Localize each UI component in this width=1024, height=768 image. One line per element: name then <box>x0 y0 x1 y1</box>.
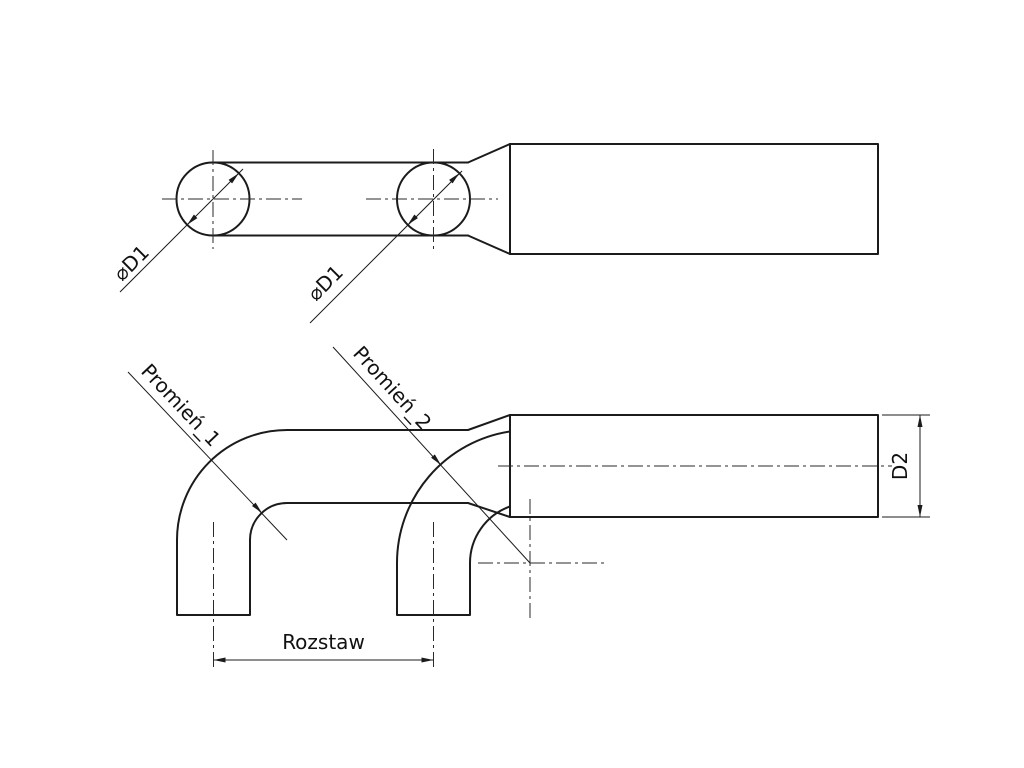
d1-right-arrow-up-icon <box>449 173 460 184</box>
d2-arrow-top-icon <box>917 415 923 427</box>
left-bend-inner-arc <box>249 502 288 541</box>
top-view <box>162 143 879 255</box>
dim-radius-2: Promień_2 <box>332 341 531 564</box>
top-view-shaft-outline <box>509 143 879 255</box>
dim-d1-left: ⌀D1 <box>109 168 244 293</box>
d2-arrow-bottom-icon <box>917 505 923 517</box>
radius2-arrow-icon <box>431 454 441 465</box>
label-d1-left: ⌀D1 <box>109 240 154 285</box>
top-view-taper-top <box>467 143 511 164</box>
middle-bend-inner-arc <box>469 505 511 564</box>
d1-right-leader-line <box>309 170 463 324</box>
dim-d2: D2 <box>882 414 930 518</box>
top-view-taper-bottom <box>467 234 511 255</box>
radius1-arrow-icon <box>252 502 262 513</box>
dim-rozstaw: Rozstaw <box>213 630 434 663</box>
radius2-leader-line <box>332 346 531 564</box>
label-d1-right: ⌀D1 <box>303 260 348 305</box>
front-taper-bottom <box>467 502 511 518</box>
front-shaft-outline <box>509 414 879 518</box>
front-taper-top <box>467 414 511 431</box>
label-d2: D2 <box>888 452 912 480</box>
d1-left-arrow-down-icon <box>187 214 198 225</box>
front-view <box>176 414 892 668</box>
label-radius-2: Promień_2 <box>348 341 436 434</box>
middle-bend-outer-arc <box>396 430 511 564</box>
d1-left-leader-line <box>119 168 244 293</box>
d1-left-arrow-up-icon <box>228 173 239 184</box>
label-rozstaw: Rozstaw <box>282 630 365 654</box>
rozstaw-arrow-right-icon <box>421 657 434 663</box>
radius1-leader-line <box>127 371 288 541</box>
dim-d1-right: ⌀D1 <box>303 170 463 324</box>
left-bend-outer-arc <box>176 429 288 541</box>
rozstaw-arrow-left-icon <box>213 657 226 663</box>
d1-right-arrow-down-icon <box>407 214 418 225</box>
label-radius-1: Promień_1 <box>136 359 225 451</box>
